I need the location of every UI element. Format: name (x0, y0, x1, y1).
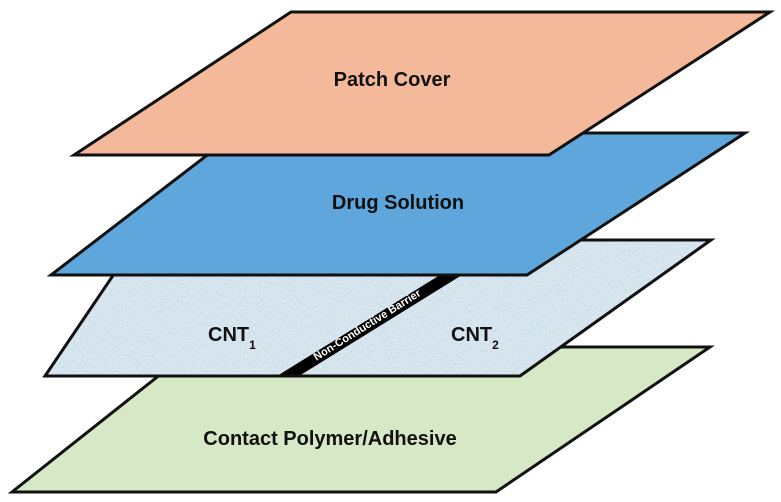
patch-cover-layer (68, 10, 776, 157)
non-conductive-barrier (277, 275, 462, 376)
contact-polymer-label: Contact Polymer/Adhesive (203, 428, 456, 450)
patch-cover-label: Patch Cover (334, 69, 451, 91)
cnt1-label: CNT1 (208, 324, 256, 352)
cnt2-label: CNT2 (451, 324, 499, 352)
drug-solution-label: Drug Solution (332, 192, 464, 214)
